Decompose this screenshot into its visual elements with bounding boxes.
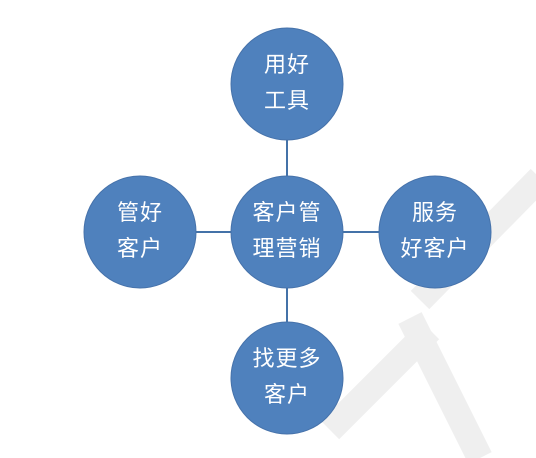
node-right-line1: 服务: [411, 201, 458, 226]
node-right-line2: 好客户: [400, 237, 470, 262]
node-center-line2: 理营销: [252, 237, 322, 262]
node-center-label: 客户管 理营销: [231, 176, 343, 288]
connectors: [196, 140, 379, 322]
node-left-circle: [83, 175, 197, 289]
node-bottom-circle: [230, 321, 344, 435]
node-center-line1: 客户管: [252, 201, 322, 226]
node-left-line1: 管好: [116, 201, 163, 226]
node-top-line2: 工具: [263, 89, 310, 114]
node-left-label: 管好 客户: [84, 176, 196, 288]
node-top-circle: [230, 27, 344, 141]
nodes: [83, 27, 492, 435]
node-right-circle: [378, 175, 492, 289]
node-bottom-line2: 客户: [263, 383, 310, 408]
node-top-label: 用好 工具: [231, 28, 343, 140]
node-bottom-line1: 找更多: [252, 347, 322, 372]
node-left-line2: 客户: [116, 237, 163, 262]
node-center-circle: [230, 175, 344, 289]
node-right-label: 服务 好客户: [379, 176, 491, 288]
node-top-line1: 用好: [263, 53, 310, 78]
watermark-mid-stroke: [320, 320, 440, 440]
node-bottom-label: 找更多 客户: [231, 322, 343, 434]
